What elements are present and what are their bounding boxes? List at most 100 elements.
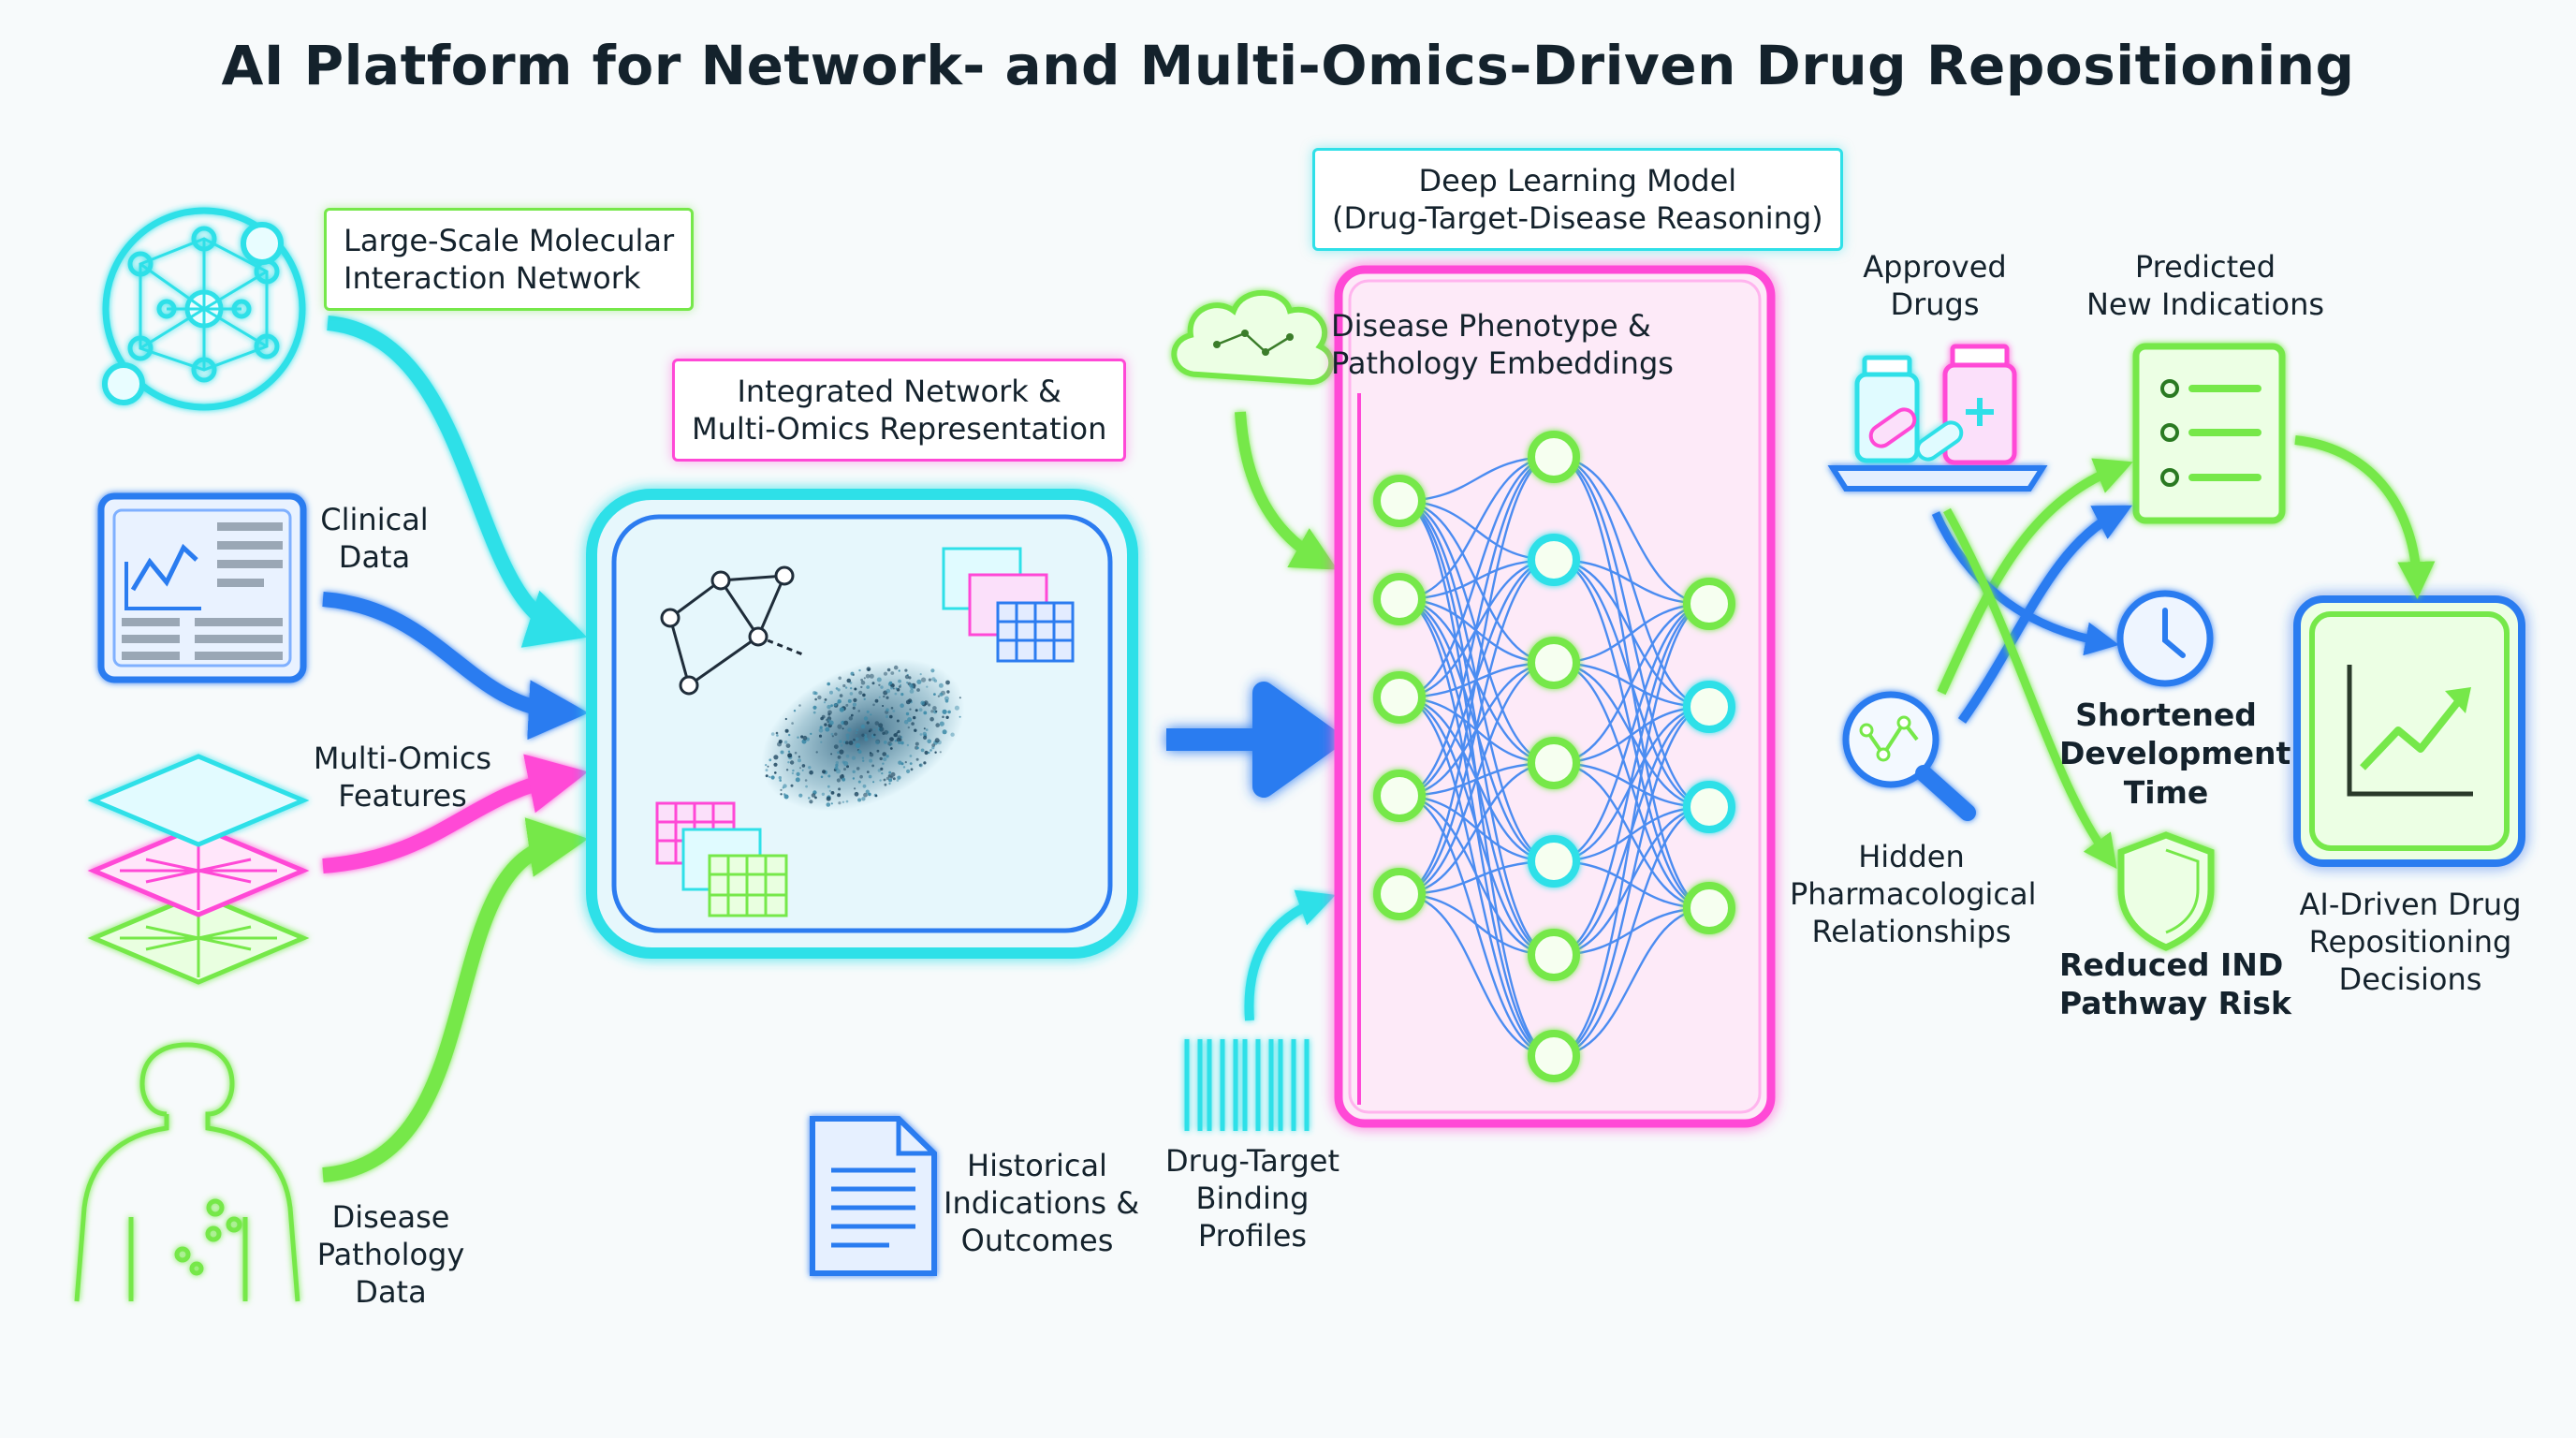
- embedding-point: [849, 692, 854, 696]
- embedding-point: [942, 709, 947, 714]
- embedding-point: [908, 698, 913, 703]
- embedding-point: [863, 697, 866, 700]
- embedding-point: [834, 766, 839, 770]
- embedding-point: [827, 712, 831, 716]
- embedding-point: [876, 677, 882, 682]
- embedding-point: [888, 782, 891, 785]
- embedding-point: [887, 774, 892, 778]
- embedding-point: [827, 716, 832, 721]
- embedding-point: [783, 794, 789, 800]
- nn-edge: [1553, 455, 1710, 606]
- label-clinical: Clinical Data: [314, 501, 435, 576]
- embedding-point: [868, 774, 872, 779]
- label-model-line2: (Drug-Target-Disease Reasoning): [1332, 200, 1823, 236]
- human-body-icon: [74, 1042, 300, 1302]
- label-shortened: Shortened Development Time: [2059, 696, 2291, 812]
- embedding-point: [869, 728, 872, 732]
- embedding-point: [874, 740, 880, 745]
- embedding-point: [827, 682, 830, 686]
- embedding-point: [798, 793, 803, 798]
- nn-edge: [1398, 455, 1555, 699]
- embedding-point: [847, 727, 852, 732]
- embedding-point: [890, 771, 896, 777]
- graph-glyph-icon: [660, 565, 806, 696]
- embedding-point: [929, 749, 932, 752]
- embedding-point: [858, 668, 861, 672]
- embedding-point: [932, 706, 937, 711]
- label-omics: Multi-Omics Features: [309, 740, 496, 814]
- omics-grid-top: [942, 547, 1075, 663]
- embedding-point: [818, 734, 823, 738]
- embedding-point: [947, 711, 951, 714]
- embedding-point: [837, 751, 840, 754]
- embedding-point: [848, 741, 854, 745]
- label-historical: Historical Indications & Outcomes: [944, 1147, 1140, 1259]
- embedding-point: [906, 682, 909, 684]
- embedding-point: [787, 753, 793, 758]
- model-panel: [1334, 265, 1776, 1128]
- embedding-point: [789, 760, 795, 765]
- embedding-point: [869, 753, 874, 757]
- embedding-point: [874, 698, 879, 703]
- embedding-point: [915, 709, 918, 712]
- embedding-point: [931, 746, 935, 750]
- embedding-point: [847, 698, 852, 703]
- embedding-point: [852, 706, 856, 710]
- embedding-point: [787, 761, 790, 764]
- embedding-point: [860, 680, 866, 685]
- embedding-point: [830, 753, 833, 756]
- embedding-point: [863, 677, 866, 680]
- embedding-point: [920, 700, 925, 706]
- page-title: AI Platform for Network- and Multi-Omics…: [221, 34, 2355, 97]
- embedding-point: [942, 715, 944, 719]
- embedding-point: [845, 703, 849, 707]
- embedding-point: [819, 726, 823, 729]
- nn-edge: [1398, 661, 1555, 896]
- embedding-point: [798, 704, 801, 707]
- embedding-point: [897, 775, 901, 780]
- embedding-point: [872, 781, 875, 784]
- embedding-point: [811, 793, 816, 798]
- embedding-point: [934, 738, 940, 743]
- label-shortened-line1: Shortened: [2075, 697, 2257, 733]
- embedding-point: [825, 726, 830, 732]
- embedding-point: [765, 774, 768, 778]
- embedding-point: [855, 737, 859, 741]
- nn-edge: [1553, 705, 1710, 1058]
- embedding-point: [844, 741, 849, 745]
- embedding-point: [894, 740, 898, 742]
- label-pathology: Disease Pathology Data: [309, 1198, 473, 1311]
- embedding-point: [824, 723, 827, 726]
- shield-icon: [2117, 831, 2215, 951]
- embedding-point: [890, 686, 894, 690]
- embedding-point: [846, 765, 849, 769]
- embedding-point: [770, 775, 775, 780]
- embedding-point: [776, 734, 779, 737]
- embedding-point: [827, 720, 829, 724]
- embedding-point: [827, 785, 830, 788]
- label-clinical-line1: Clinical: [320, 502, 429, 537]
- embedding-point: [774, 771, 777, 774]
- label-historical-line2: Indications &: [944, 1185, 1140, 1221]
- embedding-point: [836, 778, 842, 783]
- embedding-point: [914, 728, 917, 732]
- arrow-clinical-to-integration: [322, 592, 589, 741]
- embedding-point: [921, 677, 927, 682]
- embedding-point: [826, 802, 831, 807]
- arrow-phenotype-to-model: [1235, 411, 1338, 570]
- nn-node: [1683, 882, 1735, 934]
- nn-edge: [1553, 906, 1710, 1058]
- nn-node: [1528, 737, 1580, 789]
- embedding-point: [801, 739, 807, 744]
- embedding-point: [930, 668, 935, 673]
- embedding-point: [768, 775, 771, 779]
- nn-edge: [1398, 455, 1555, 798]
- embedding-point: [905, 712, 910, 716]
- label-hidden-line3: Relationships: [1811, 914, 2012, 949]
- embedding-point: [784, 728, 789, 733]
- embedding-point: [900, 693, 904, 697]
- embedding-point: [888, 770, 892, 774]
- nn-node: [1683, 578, 1735, 630]
- embedding-point: [860, 724, 866, 729]
- embedding-point: [925, 728, 929, 731]
